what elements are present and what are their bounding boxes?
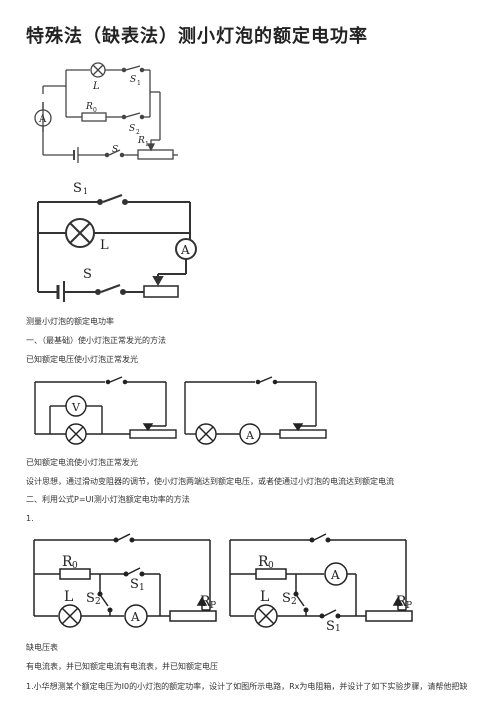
switch-s-label: S bbox=[112, 145, 118, 155]
switch-s-label: S bbox=[83, 267, 92, 282]
switch-s1-label: S bbox=[326, 619, 335, 632]
ammeter-label: A bbox=[130, 610, 140, 624]
ammeter-label: A bbox=[330, 568, 340, 582]
rp-sub: P bbox=[210, 601, 216, 611]
switch-s1-sub: 1 bbox=[137, 80, 141, 87]
paragraph-4: 已知额定电流使小灯泡正常发光 bbox=[26, 458, 138, 467]
lamp-label: L bbox=[92, 81, 100, 92]
switch-s2-sub: 2 bbox=[136, 129, 140, 136]
r0-label: R bbox=[258, 554, 269, 570]
switch-s2-label: S bbox=[129, 124, 135, 134]
r1-sub: 1 bbox=[145, 141, 149, 148]
circuit-diagram-6: R 0 A L S 2 S 1 R P bbox=[229, 533, 413, 632]
switch-s1-label: S bbox=[73, 181, 82, 196]
rp-label: R bbox=[396, 594, 407, 610]
switch-s1-sub: 1 bbox=[83, 187, 88, 196]
paragraph-9: 有电流表，并已知额定电流有电流表，并已知额定电压 bbox=[26, 662, 218, 671]
ammeter-label: A bbox=[38, 114, 47, 125]
switch-s2-sub: 2 bbox=[95, 597, 101, 607]
switch-s1-label: S bbox=[130, 75, 136, 85]
circuit-diagram-3: V bbox=[34, 376, 177, 445]
paragraph-10: 1.小华想测某个额定电压为I0的小灯泡的额定功率，设计了如图所示电路，Rx为电阻… bbox=[26, 682, 468, 691]
circuit-diagram-4: A bbox=[184, 376, 327, 445]
switch-s1-sub: 1 bbox=[335, 624, 341, 632]
switch-s2-sub: 2 bbox=[291, 597, 297, 607]
switch-s2-label: S bbox=[86, 591, 95, 606]
circuit-diagram-5: R 0 S 1 L S 2 A R P bbox=[33, 533, 217, 628]
paragraph-3: 已知额定电压使小灯泡正常发光 bbox=[26, 355, 138, 364]
lamp-label: L bbox=[100, 238, 109, 253]
switch-s2-label: S bbox=[282, 591, 291, 606]
voltmeter-label: V bbox=[71, 401, 81, 414]
switch-s1-sub: 1 bbox=[139, 583, 145, 593]
r0-sub: 0 bbox=[93, 107, 97, 114]
paragraph-7: 1. bbox=[26, 514, 34, 523]
ammeter-label: A bbox=[180, 243, 190, 257]
lamp-label: L bbox=[260, 589, 269, 605]
section-heading-1: 一、（最基础）使小灯泡正常发光的方法 bbox=[26, 336, 166, 345]
paragraph-5: 设计思想，通过滑动变阻器的调节，使小灯泡两端达到额定电压，或者使通过小灯泡的电流… bbox=[26, 477, 394, 486]
circuit-diagram-2: S 1 L A S bbox=[37, 181, 197, 302]
r1-label: R bbox=[137, 136, 145, 146]
circuit-diagram-1: A L S 1 R 0 S 2 R 1 S bbox=[34, 62, 178, 163]
switch-s1-label: S bbox=[130, 577, 139, 592]
ammeter-label: A bbox=[245, 429, 255, 442]
paragraph-8: 缺电压表 bbox=[26, 643, 58, 652]
r0-label: R bbox=[85, 102, 93, 112]
r0-sub: 0 bbox=[72, 561, 78, 571]
rp-label: R bbox=[200, 594, 211, 610]
page-title: 特殊法（缺表法）测小灯泡的额定电功率 bbox=[26, 26, 368, 47]
r0-label: R bbox=[62, 554, 73, 570]
rp-sub: P bbox=[406, 601, 412, 611]
section-heading-2: 二、利用公式P=UI测小灯泡额定电功率的方法 bbox=[26, 495, 190, 504]
paragraph-1: 测量小灯泡的额定电功率 bbox=[26, 317, 114, 326]
r0-sub: 0 bbox=[268, 561, 274, 571]
lamp-label: L bbox=[64, 589, 73, 605]
